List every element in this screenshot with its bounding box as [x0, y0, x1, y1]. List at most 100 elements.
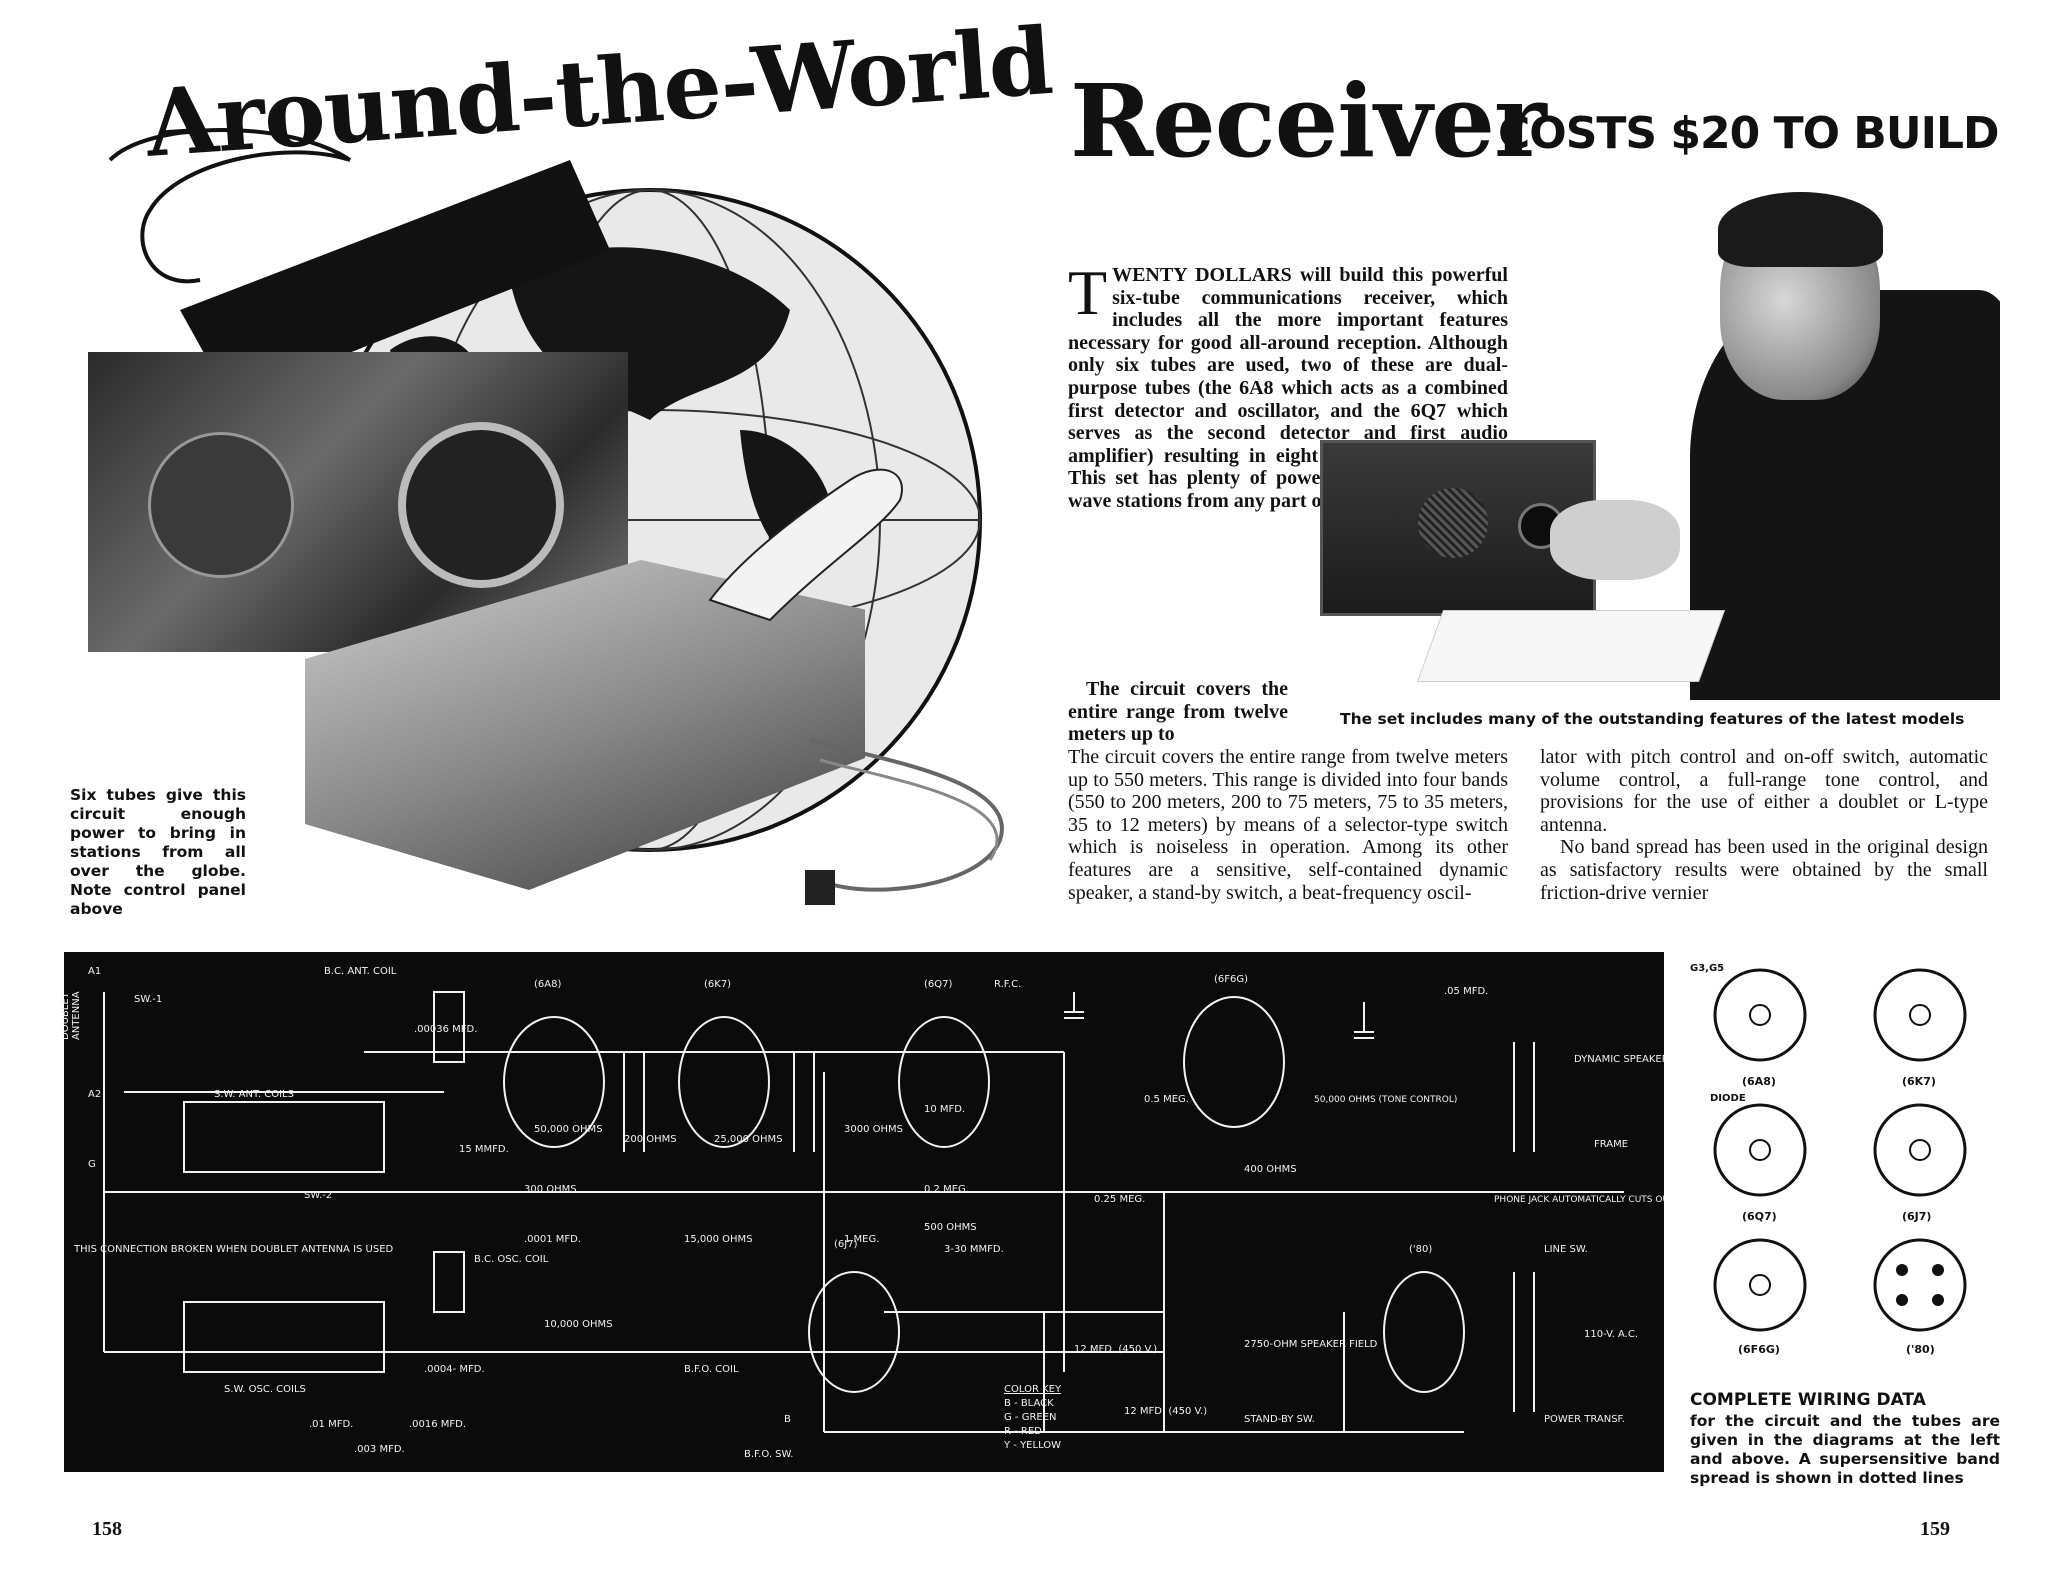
svg-text:G3,G5: G3,G5: [1690, 963, 1724, 974]
man-hair: [1718, 192, 1883, 267]
tube-base-80: ('80): [1873, 1238, 1967, 1356]
label-a2: A2: [88, 1089, 101, 1100]
svg-text:(6J7): (6J7): [1902, 1210, 1931, 1223]
tube-base-diagrams: (6A8) G3,G5 (6K7) (6Q7) DIODE (6J7) (6F6…: [1680, 955, 2010, 1395]
wiring-data-title: COMPLETE WIRING DATA: [1690, 1390, 1926, 1410]
dial-main: [398, 422, 564, 588]
label-02meg: 0.2 MEG.: [924, 1184, 969, 1195]
label-bfo-sw: B.F.O. SW.: [744, 1449, 793, 1460]
svg-text:(6K7): (6K7): [1902, 1075, 1936, 1088]
label-tube-6a8: (6A8): [534, 979, 561, 990]
label-sw-ant-coils: S.W. ANT. COILS: [214, 1089, 294, 1100]
article-col3-paragraph-2: No band spread has been used in the orig…: [1540, 836, 1988, 904]
label-phone-jack: PHONE JACK AUTOMATICALLY CUTS OUT SPEAKE…: [1494, 1195, 1664, 1205]
speaker-grille: [1418, 488, 1488, 558]
article-column-1b: The circuit covers the entire range from…: [1068, 678, 1288, 746]
label-tube-6f6g: (6F6G): [1214, 974, 1248, 985]
color-key-item: R - RED: [1004, 1426, 1042, 1437]
label-bc-osc-coil: B.C. OSC. COIL: [474, 1254, 549, 1265]
svg-text:(6A8): (6A8): [1742, 1075, 1776, 1088]
label-0016mfd: .0016 MFD.: [409, 1419, 466, 1430]
label-3000ohms: 3000 OHMS: [844, 1124, 903, 1135]
label-200ohms: 200 OHMS: [624, 1134, 677, 1145]
desk-paper: [1416, 610, 1726, 682]
control-panel-photo: [88, 352, 628, 652]
label-01mfd: .01 MFD.: [309, 1419, 353, 1430]
label-05mfd: .05 MFD.: [1444, 986, 1488, 997]
schematic-panel: B.C. ANT. COIL A1 A2 G SW.-1 SW.-2 S.W. …: [64, 952, 1718, 1472]
title-receiver: Receiver: [1070, 62, 1547, 180]
label-sw-osc-coils: S.W. OSC. COILS: [224, 1384, 306, 1395]
label-05meg: 0.5 MEG.: [1144, 1094, 1189, 1105]
label-g: G: [88, 1159, 96, 1170]
label-50000ohms: 50,000 OHMS: [534, 1124, 603, 1135]
svg-text:(6Q7): (6Q7): [1742, 1210, 1777, 1223]
label-tone-control: 50,000 OHMS (TONE CONTROL): [1314, 1095, 1457, 1105]
label-12mfd: 12 MFD. (450 V.): [1074, 1344, 1157, 1355]
label-10000ohms: 10,000 OHMS: [544, 1319, 613, 1330]
color-key-item: Y - YELLOW: [1003, 1440, 1061, 1451]
label-rfc: R.F.C.: [994, 979, 1021, 990]
svg-text:('80): ('80): [1906, 1343, 1935, 1356]
page-number-left: 158: [92, 1518, 122, 1540]
power-cord: [805, 738, 1004, 905]
label-0001mfd: .0001 MFD.: [524, 1234, 581, 1245]
tube-base-6j7: (6J7): [1873, 1103, 1967, 1223]
label-tube-6j7: (6J7): [834, 1239, 858, 1250]
label-sw2: SW.-2: [304, 1190, 332, 1201]
label-tube-6k7: (6K7): [704, 979, 731, 990]
label-bc-ant-coil: B.C. ANT. COIL: [324, 966, 397, 977]
label-25000ohms: 25,000 OHMS: [714, 1134, 783, 1145]
label-frame: FRAME: [1594, 1139, 1628, 1150]
article-column-3: lator with pitch control and on-off swit…: [1540, 746, 1988, 904]
label-a1: A1: [88, 966, 101, 977]
label-400ohms: 400 OHMS: [1244, 1164, 1297, 1175]
article-paragraph-2: The circuit covers the entire range from…: [1068, 746, 1508, 904]
subtitle-cost: COSTS $20 TO BUILD: [1498, 108, 2000, 159]
label-broken-connection: THIS CONNECTION BROKEN WHEN DOUBLET ANTE…: [73, 1244, 394, 1255]
man-hand: [1550, 500, 1680, 580]
wiring-data-body: for the circuit and the tubes are given …: [1690, 1412, 2000, 1487]
caption-right-photo: The set includes many of the outstanding…: [1340, 710, 1965, 728]
label-standby-sw: STAND-BY SW.: [1244, 1414, 1315, 1425]
color-key-item: B - BLACK: [1004, 1398, 1054, 1409]
label-dynamic-speaker: DYNAMIC SPEAKER: [1574, 1054, 1664, 1065]
schematic-diagram: B.C. ANT. COIL A1 A2 G SW.-1 SW.-2 S.W. …: [73, 966, 1718, 1460]
tube-base-6f6g: (6F6G): [1713, 1238, 1807, 1356]
label-speaker-field: 2750-OHM SPEAKER FIELD: [1244, 1339, 1378, 1350]
article-paragraph-2-start: The circuit covers the entire range from…: [1068, 678, 1288, 746]
label-3-30mmfd: 3-30 MMFD.: [944, 1244, 1004, 1255]
label-ac: 110-V. A.C.: [1584, 1329, 1638, 1340]
caption-left-photo: Six tubes give this circuit enough power…: [70, 786, 246, 918]
tube-base-6k7: (6K7): [1873, 968, 1967, 1088]
label-doublet-antenna: DOUBLET ANTENNA: [60, 991, 82, 1040]
tube-base-6a8: (6A8) G3,G5: [1690, 963, 1807, 1088]
label-003mfd: .003 MFD.: [354, 1444, 405, 1455]
label-10mfd: 10 MFD.: [924, 1104, 965, 1115]
page-number-right: 159: [1920, 1518, 1950, 1540]
svg-text:DIODE: DIODE: [1710, 1093, 1746, 1104]
dial-left: [148, 432, 294, 578]
label-15mmfd: 15 MMFD.: [459, 1144, 509, 1155]
label-1meg: 1 MEG.: [844, 1234, 879, 1245]
svg-text:(6F6G): (6F6G): [1738, 1343, 1780, 1356]
article-col3-paragraph-1: lator with pitch control and on-off swit…: [1540, 746, 1988, 836]
label-tube-80: ('80): [1409, 1244, 1432, 1255]
label-12mfd-b: 12 MFD. (450 V.): [1124, 1406, 1207, 1417]
label-line-sw: LINE SW.: [1544, 1244, 1588, 1255]
hand-illustration: [708, 468, 903, 622]
label-0004mfd: .0004- MFD.: [424, 1364, 485, 1375]
man-photo: [1300, 180, 2000, 700]
color-key-title: COLOR KEY: [1004, 1384, 1062, 1395]
label-power-transf: POWER TRANSF.: [1544, 1414, 1625, 1425]
label-15000ohms: 15,000 OHMS: [684, 1234, 753, 1245]
tube-base-6q7: (6Q7) DIODE: [1710, 1093, 1807, 1223]
drop-cap: T: [1068, 257, 1108, 328]
label-tube-6q7: (6Q7): [924, 979, 952, 990]
label-sw1: SW.-1: [134, 994, 162, 1005]
label-00036mfd: .00036 MFD.: [414, 1024, 477, 1035]
label-025meg: 0.25 MEG.: [1094, 1194, 1145, 1205]
color-key-item: G - GREEN: [1004, 1412, 1057, 1423]
label-bfo-coil: B.F.O. COIL: [684, 1364, 739, 1375]
label-300ohms: 300 OHMS: [524, 1184, 577, 1195]
